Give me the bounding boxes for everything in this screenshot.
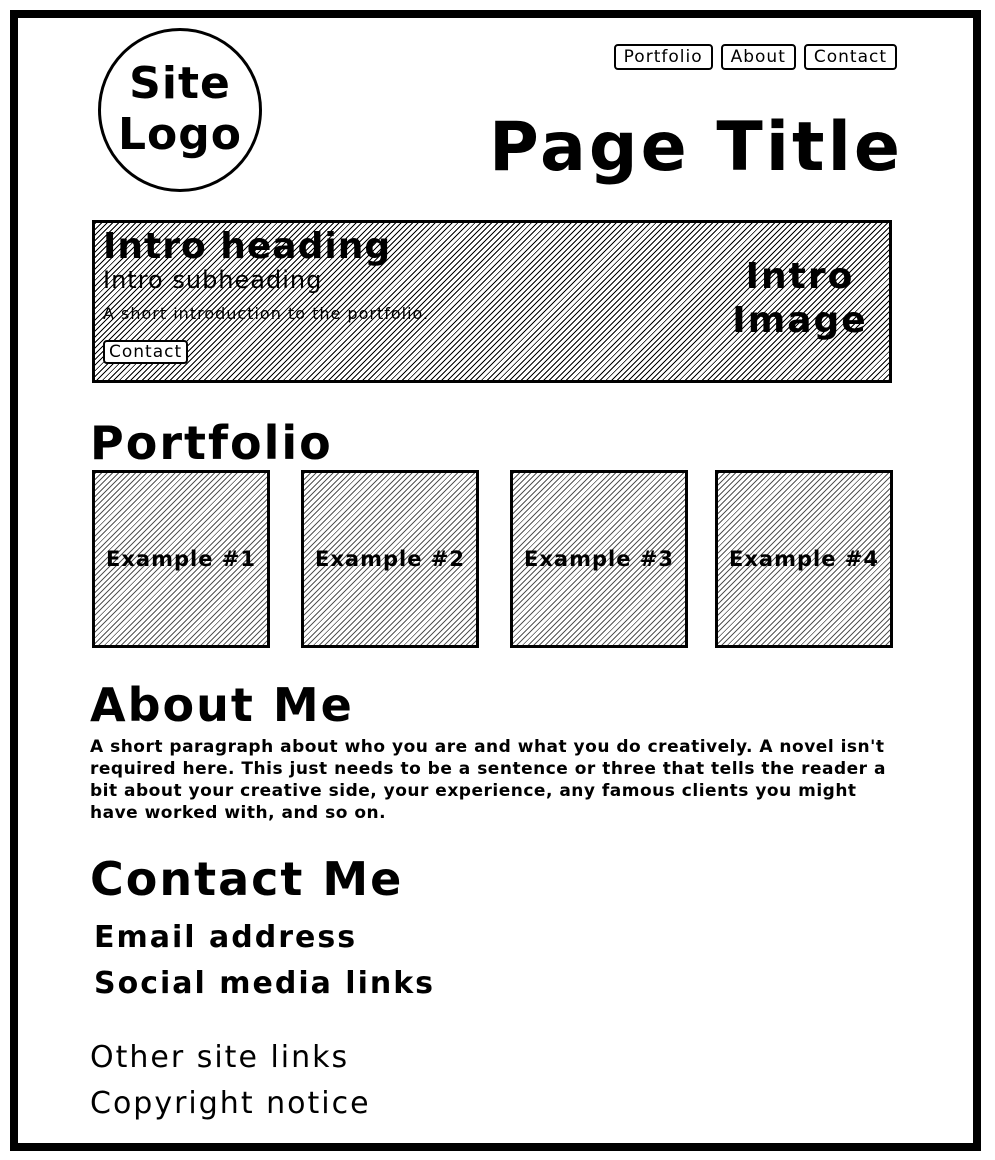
portfolio-example-4[interactable]: Example #4 — [715, 470, 893, 648]
portfolio-title: Portfolio — [90, 416, 333, 470]
intro-image: Intro Image — [725, 255, 875, 343]
intro-image-line-1: Intro — [745, 256, 855, 297]
portfolio-example-3[interactable]: Example #3 — [510, 470, 688, 648]
intro-banner: Intro heading Intro subheading A short i… — [92, 220, 892, 383]
intro-heading: Intro heading — [103, 226, 392, 267]
contact-social-links[interactable]: Social media links — [94, 966, 436, 1001]
top-nav: Portfolio About Contact — [613, 44, 897, 70]
portfolio-example-label: Example #3 — [524, 547, 674, 571]
portfolio-example-1[interactable]: Example #1 — [92, 470, 270, 648]
contact-title: Contact Me — [90, 852, 404, 906]
nav-about-button[interactable]: About — [720, 44, 796, 70]
intro-image-line-2: Image — [732, 300, 868, 341]
portfolio-example-label: Example #1 — [106, 547, 256, 571]
contact-email[interactable]: Email address — [94, 920, 358, 955]
intro-contact-button[interactable]: Contact — [103, 340, 189, 364]
footer-site-links[interactable]: Other site links — [90, 1040, 350, 1075]
intro-text: A short introduction to the portfolio. — [103, 304, 430, 323]
about-paragraph: A short paragraph about who you are and … — [90, 737, 886, 823]
portfolio-example-label: Example #2 — [315, 547, 465, 571]
about-title: About Me — [90, 678, 354, 732]
nav-portfolio-button[interactable]: Portfolio — [613, 44, 713, 70]
nav-contact-button[interactable]: Contact — [803, 44, 897, 70]
intro-subheading: Intro subheading — [103, 266, 323, 294]
logo-line-1: Site — [129, 58, 231, 110]
logo-line-2: Logo — [118, 109, 242, 160]
page-frame: Site Logo Portfolio About Contact Page T… — [10, 10, 981, 1151]
footer-copyright: Copyright notice — [90, 1086, 371, 1121]
portfolio-example-2[interactable]: Example #2 — [301, 470, 479, 648]
site-logo[interactable]: Site Logo — [98, 28, 262, 192]
portfolio-example-label: Example #4 — [729, 547, 879, 571]
page-title: Page Title — [489, 108, 903, 187]
